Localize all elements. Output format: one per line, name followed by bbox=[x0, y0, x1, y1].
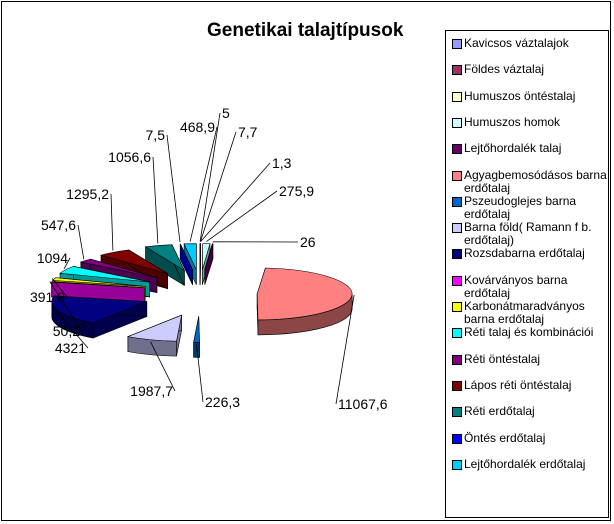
leader-line bbox=[166, 134, 181, 243]
data-label: 226,3 bbox=[205, 394, 240, 410]
legend-swatch bbox=[452, 91, 462, 102]
legend-swatch bbox=[452, 65, 462, 76]
data-label: 1056,6 bbox=[108, 149, 151, 165]
leader-line bbox=[77, 224, 85, 260]
data-label: 1,3 bbox=[272, 155, 292, 171]
pie-slice bbox=[193, 316, 200, 358]
pie-chart-plot: 5 7,7 1,3 275,9 26 11067,6 226,3 1987,7 432150,2… bbox=[30, 105, 388, 412]
legend-label: Földes váztalaj bbox=[464, 62, 545, 77]
data-label: 391,8 bbox=[30, 289, 65, 305]
pie-slice bbox=[179, 243, 193, 285]
pie-slice bbox=[126, 314, 183, 357]
data-label: 5 bbox=[222, 105, 230, 121]
legend-swatch bbox=[452, 328, 462, 339]
data-label: 11067,6 bbox=[338, 396, 388, 412]
data-label: 7,7 bbox=[238, 124, 258, 140]
legend-label: Réti öntéstalaj bbox=[464, 351, 541, 366]
legend-label: Humuszos homok bbox=[464, 114, 561, 129]
leader-line bbox=[335, 294, 355, 405]
leader-line bbox=[189, 126, 218, 242]
legend-swatch bbox=[452, 144, 462, 155]
legend-swatch bbox=[452, 354, 462, 365]
data-label: 1295,2 bbox=[66, 186, 109, 202]
leader-line bbox=[51, 278, 68, 298]
chart-title-text: Genetikai talajtípusok bbox=[207, 20, 404, 41]
legend-label: Agyagbemosódásos barna erdőtalaj bbox=[464, 167, 607, 195]
legend-label: Lápos réti öntéstalaj bbox=[464, 377, 572, 392]
leader-line bbox=[200, 162, 271, 242]
data-label: 1987,7 bbox=[130, 383, 173, 399]
legend-label: Pszeudoglejes barna erdőtalaj bbox=[464, 193, 577, 221]
legend-swatch bbox=[452, 39, 462, 49]
legend-label: Kovárványos barna erdőtalaj bbox=[464, 272, 568, 300]
leader-line bbox=[199, 112, 221, 242]
pie-slice bbox=[204, 243, 214, 285]
legend-label: Barna föld( Ramann f b. erdőtalaj) bbox=[464, 220, 592, 248]
legend-swatch bbox=[452, 433, 462, 444]
legend-label: Rozsdabarna erdőtalaj bbox=[464, 246, 585, 261]
leader-line bbox=[49, 281, 83, 332]
data-label: 50,2 bbox=[53, 323, 80, 339]
leader-line bbox=[110, 193, 114, 251]
legend-swatch bbox=[452, 196, 462, 207]
legend-label: Kavicsos váztalajok bbox=[464, 36, 569, 50]
legend-swatch bbox=[452, 117, 462, 128]
leader-line bbox=[152, 156, 159, 244]
legend-swatch bbox=[452, 302, 462, 312]
legend-swatch bbox=[452, 380, 462, 391]
pie-slice bbox=[144, 244, 186, 287]
legend-swatch bbox=[452, 170, 462, 181]
legend-label: Öntés erdőtalaj bbox=[464, 430, 546, 445]
data-label: 26 bbox=[300, 234, 316, 250]
leader-line bbox=[63, 257, 71, 269]
legend-label: Réti talaj és kombinációi bbox=[464, 325, 594, 340]
data-label: 547,6 bbox=[41, 217, 76, 233]
legend-swatch bbox=[452, 223, 462, 234]
leader-line bbox=[56, 311, 89, 349]
pie-slice bbox=[256, 267, 353, 336]
legend-label: Lejtőhordalék erdőtalaj bbox=[464, 456, 586, 471]
data-label: 7,5 bbox=[146, 127, 166, 143]
leader-line bbox=[206, 190, 278, 242]
data-label: 1094 bbox=[37, 250, 68, 266]
legend-label: Karbonátmaradványos barna erdőtalaj bbox=[464, 299, 585, 326]
data-label: 4321 bbox=[55, 340, 86, 356]
legend-swatch bbox=[452, 275, 462, 286]
leader-line bbox=[200, 131, 237, 242]
leader-line bbox=[150, 341, 176, 392]
data-label: 468,9 bbox=[180, 119, 215, 135]
legend-label: Réti erdőtalaj bbox=[464, 404, 535, 419]
leader-line bbox=[196, 344, 204, 403]
legend-label: Humuszos öntéstalaj bbox=[464, 88, 576, 103]
legend-swatch bbox=[452, 407, 462, 418]
legend-swatch bbox=[452, 459, 462, 470]
data-label: 275,9 bbox=[279, 183, 314, 199]
legend-label: Lejtőhordalék talaj bbox=[464, 141, 562, 156]
legend-swatch bbox=[452, 249, 462, 260]
pie-slice bbox=[51, 295, 148, 339]
pie-slice bbox=[202, 243, 211, 285]
